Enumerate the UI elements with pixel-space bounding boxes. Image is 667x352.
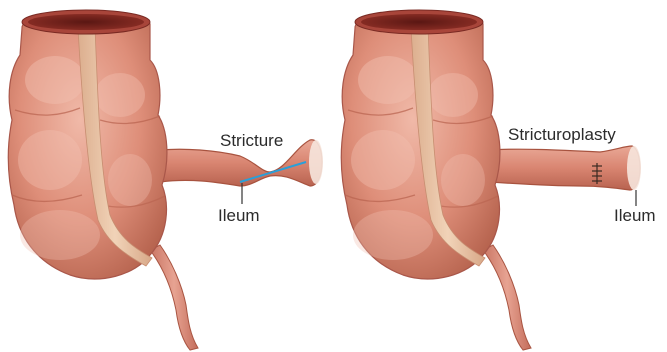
stricturoplasty-label: Stricturoplasty (508, 125, 616, 144)
stricture-label: Stricture (220, 131, 283, 150)
right-panel: Stricturoplasty Ileum (341, 10, 655, 350)
ileum-cut-end-right (627, 146, 641, 190)
ileum-cut-end (309, 140, 323, 184)
ileum-label-right: Ileum (614, 206, 656, 225)
left-panel: Stricture Ileum (8, 10, 323, 350)
ileum-label-left: Ileum (218, 206, 260, 225)
ileum-repaired (490, 146, 640, 190)
